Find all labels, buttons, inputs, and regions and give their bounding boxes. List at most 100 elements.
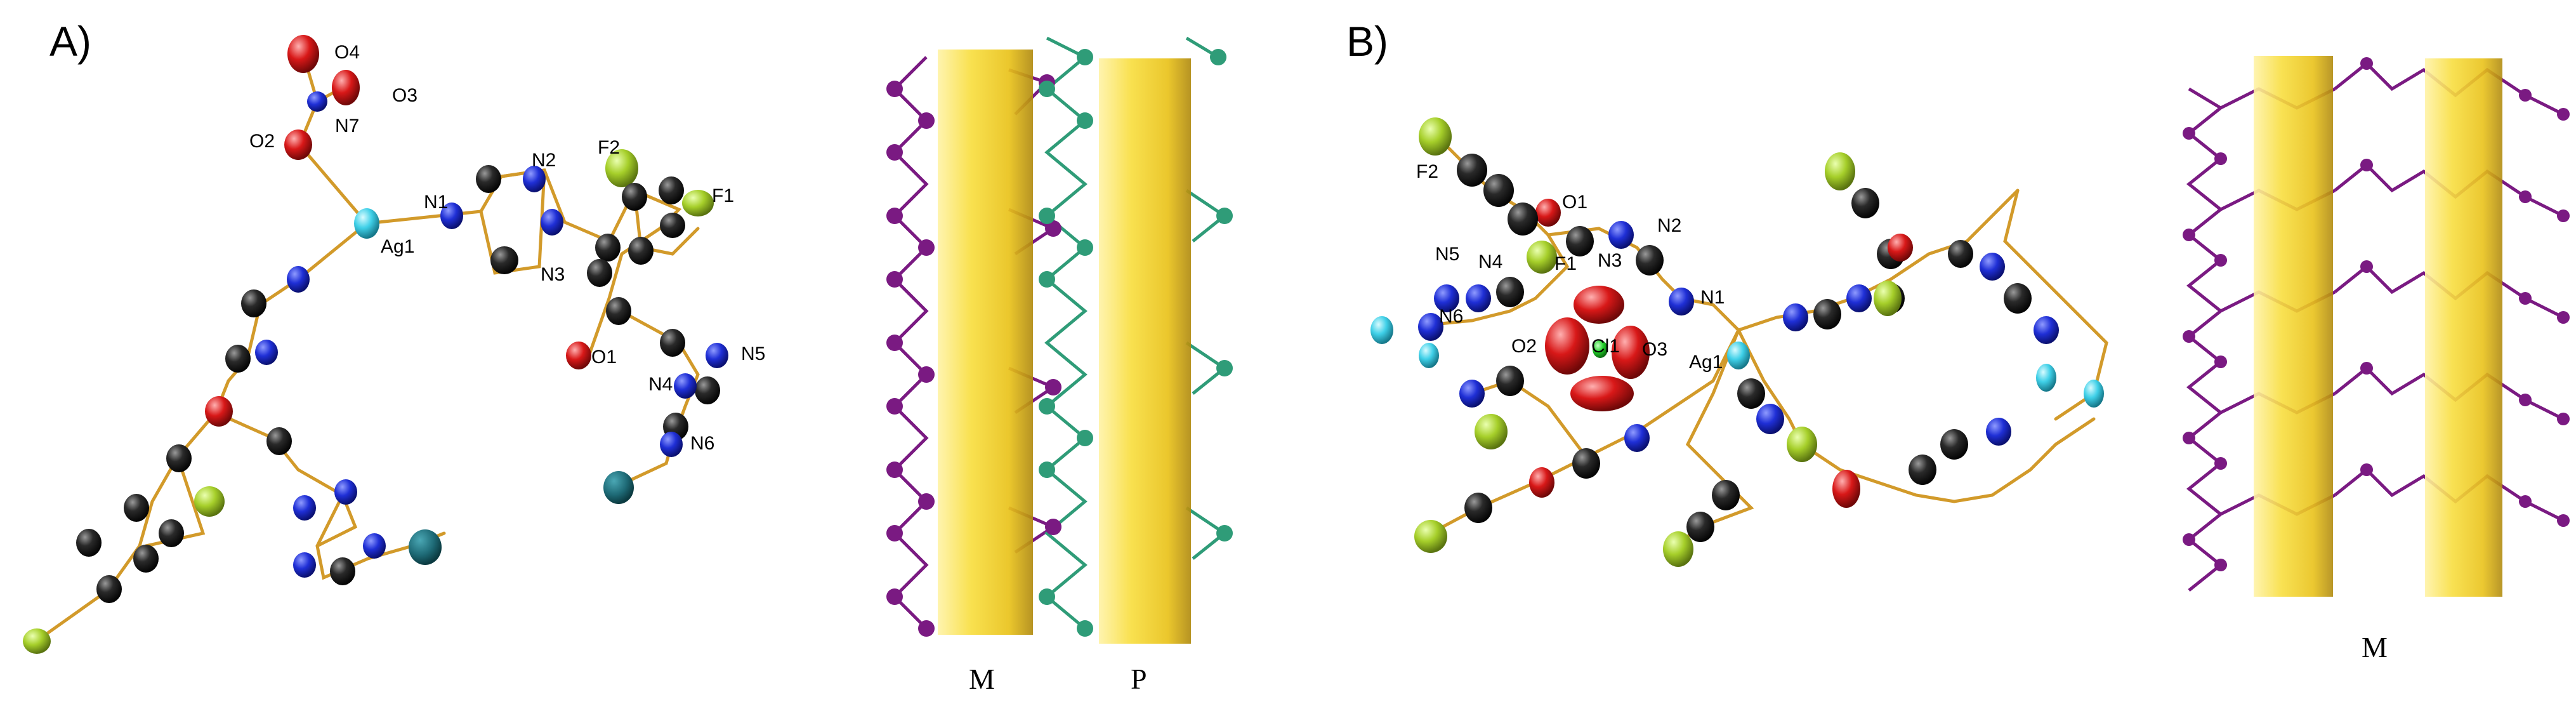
- helix-cylinder-m: [2254, 56, 2333, 597]
- nitrogen-atom: [674, 373, 697, 399]
- nitrogen-atom: [440, 203, 463, 229]
- atom-label: N6: [1439, 306, 1463, 327]
- fluorine-atom: [1874, 281, 1902, 316]
- silver-atom: [2036, 364, 2056, 392]
- atom-label: O1: [591, 347, 617, 368]
- atom-label: O2: [249, 131, 275, 152]
- nitrogen-atom: [1608, 221, 1634, 249]
- helix-chain-p: [1044, 36, 1088, 630]
- nitrogen-atom: [541, 209, 563, 236]
- nitrogen-atom: [1624, 424, 1650, 452]
- atom-label: N7: [335, 116, 359, 136]
- panel-a: A): [23, 18, 1233, 695]
- panel-b-atoms: [1370, 117, 2104, 567]
- panel-a-atom-labels: O4 O3 N7 O2 Ag1 N1 N2 F2 F1 N3 O1 N5 N4 …: [249, 42, 765, 454]
- carbon-atom: [660, 329, 685, 357]
- atom-label: N1: [424, 192, 448, 213]
- carbon-atom: [622, 183, 647, 211]
- oxygen-atom: [1612, 326, 1650, 379]
- oxygen-atom: [284, 130, 312, 160]
- helix-cylinder-m: [938, 50, 1033, 635]
- carbon-atom: [2004, 283, 2032, 314]
- carbon-atom: [225, 345, 251, 373]
- nitrogen-atom: [1980, 253, 2005, 281]
- nitrogen-atom: [1418, 313, 1443, 341]
- oxygen-atom: [287, 35, 319, 73]
- atom-label: F1: [1554, 253, 1577, 274]
- panel-a-atoms: [23, 35, 728, 654]
- atom-label: Cl1: [1591, 336, 1620, 357]
- nitrogen-atom: [287, 266, 310, 293]
- fluorine-atom: [1663, 531, 1693, 567]
- nitrogen-atom: [1783, 303, 1808, 331]
- nitrogen-atom: [1459, 380, 1485, 408]
- atom-label: N2: [1657, 215, 1681, 236]
- atom-label: Ag1: [381, 236, 414, 257]
- oxygen-atom: [1529, 467, 1554, 498]
- nitrogen-atom: [2034, 316, 2059, 344]
- silver-atom: [354, 208, 379, 239]
- carbon-atom: [660, 213, 685, 238]
- helix-label-m: M: [2362, 631, 2388, 663]
- helix-cylinder-m-2: [2425, 58, 2502, 597]
- carbon-atom: [124, 494, 149, 522]
- atom-label: N5: [741, 343, 765, 364]
- atom-label: N2: [532, 150, 556, 171]
- carbon-atom: [1457, 154, 1487, 187]
- atom-label: O1: [1562, 192, 1587, 213]
- oxygen-atom: [1832, 470, 1860, 508]
- atom-label: F2: [1416, 161, 1438, 182]
- atom-label: O2: [1511, 336, 1537, 357]
- oxygen-atom: [1574, 286, 1624, 324]
- nitrogen-atom: [363, 533, 386, 559]
- carbon-atom: [587, 259, 612, 287]
- carbon-atom: [1566, 226, 1594, 256]
- atom-label: O3: [1642, 339, 1667, 360]
- fluorine-atom: [1414, 520, 1447, 553]
- carbon-atom: [1508, 203, 1538, 236]
- carbon-atom: [133, 545, 159, 573]
- atom-label: N5: [1435, 244, 1459, 265]
- panel-b: B): [1346, 18, 2570, 663]
- carbon-atom: [695, 376, 720, 404]
- fluorine-atom: [682, 190, 714, 216]
- nitrogen-atom: [523, 166, 546, 192]
- nitrogen-atom: [293, 495, 316, 521]
- helix-label-p: P: [1131, 663, 1147, 695]
- fluorine-atom: [1475, 414, 1508, 449]
- atom-label: Ag1: [1689, 352, 1723, 373]
- carbon-atom: [476, 165, 501, 193]
- oxygen-atom: [1888, 234, 1913, 262]
- carbon-atom: [1712, 480, 1740, 510]
- nitrogen-atom: [255, 340, 278, 365]
- silver-atom: [1370, 316, 1393, 344]
- nitrogen-atom: [334, 479, 357, 505]
- fluorine-atom: [1787, 427, 1817, 462]
- atom-label: N1: [1700, 287, 1725, 308]
- fluorine-atom: [194, 486, 225, 517]
- fluorine-atom: [605, 149, 638, 187]
- carbon-atom: [628, 237, 654, 265]
- nitrogen-atom: [706, 343, 728, 368]
- oxygen-atom: [1535, 199, 1561, 227]
- silver-atom: [2084, 380, 2104, 408]
- carbon-atom: [1909, 455, 1936, 485]
- carbon-atom: [606, 297, 631, 325]
- carbon-atom: [1572, 448, 1600, 479]
- carbon-atom: [1813, 299, 1841, 329]
- carbon-atom: [96, 575, 122, 603]
- panel-a-helix-view: M P: [886, 36, 1233, 695]
- oxygen-atom: [1570, 376, 1634, 411]
- carbon-atom: [490, 246, 518, 274]
- chlorine-atom: [1593, 340, 1608, 358]
- carbon-atom: [166, 444, 192, 472]
- fluorine-atom: [23, 628, 51, 654]
- carbon-atom: [1636, 245, 1664, 276]
- carbon-atom: [595, 234, 621, 262]
- nitrogen-atom: [307, 91, 327, 112]
- oxygen-atom: [205, 396, 233, 427]
- carbon-atom: [1483, 174, 1514, 207]
- nitrogen-atom: [660, 432, 683, 457]
- carbon-atom: [659, 176, 684, 204]
